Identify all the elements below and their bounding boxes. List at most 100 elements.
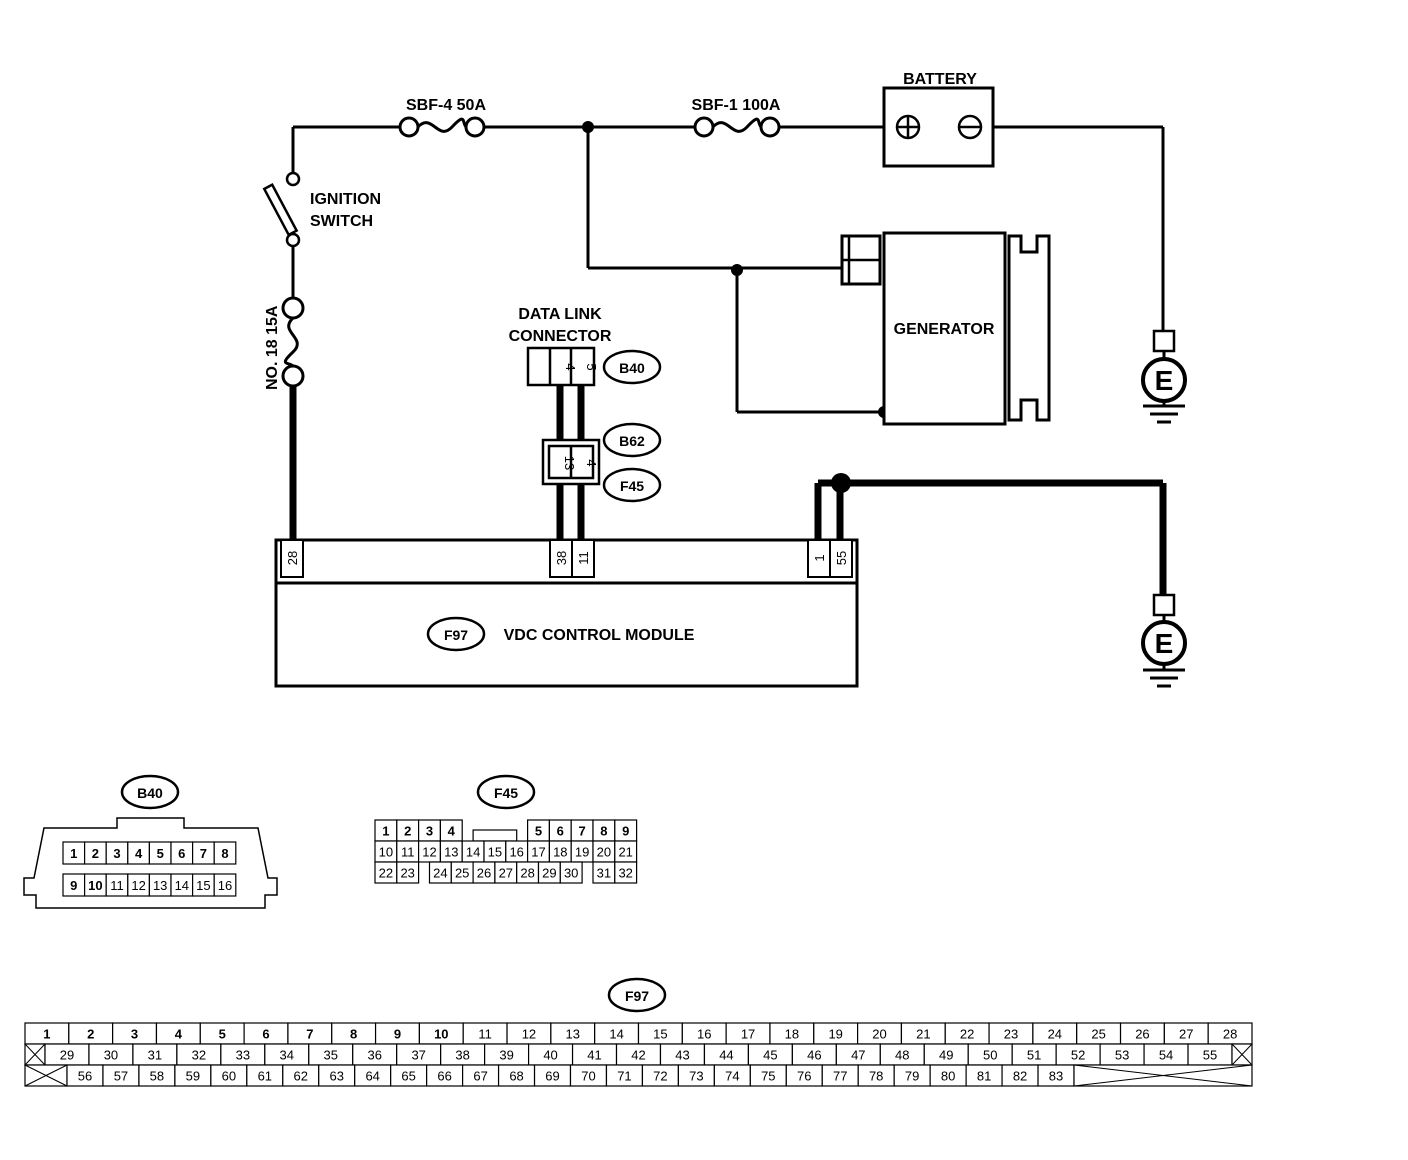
f97-pin: 6 bbox=[262, 1027, 269, 1042]
f97-pin: 25 bbox=[1091, 1027, 1105, 1042]
f45-pin: 27 bbox=[499, 866, 513, 881]
f97-pin: 14 bbox=[609, 1027, 623, 1042]
b40-pin: 14 bbox=[175, 878, 189, 893]
f97-pin: 37 bbox=[411, 1048, 425, 1063]
f45-pin: 4 bbox=[448, 824, 456, 839]
f45-pin: 28 bbox=[520, 866, 534, 881]
svg-text:F97: F97 bbox=[625, 988, 649, 1004]
sbf1-label: SBF-1 100A bbox=[692, 97, 781, 114]
f97-pin: 40 bbox=[543, 1048, 557, 1063]
f97-pin: 64 bbox=[365, 1069, 379, 1084]
svg-text:B40: B40 bbox=[619, 360, 645, 376]
f45-pin: 25 bbox=[455, 866, 469, 881]
f97-pin: 33 bbox=[236, 1048, 250, 1063]
module-pin-38: 38 bbox=[554, 551, 569, 565]
b40-pin: 7 bbox=[200, 846, 207, 861]
f45-pin: 6 bbox=[557, 824, 564, 839]
f45-pin: 16 bbox=[509, 845, 523, 860]
f97-pin: 21 bbox=[916, 1027, 930, 1042]
b40-pin: 11 bbox=[110, 878, 124, 893]
f97-pin: 69 bbox=[545, 1069, 559, 1084]
f97-pin: 12 bbox=[522, 1027, 536, 1042]
f97-pin: 39 bbox=[499, 1048, 513, 1063]
f45-pin: 22 bbox=[379, 866, 393, 881]
f45-pin: 9 bbox=[622, 824, 629, 839]
b62-pin-4: 4 bbox=[584, 459, 599, 466]
f97-pin: 36 bbox=[367, 1048, 381, 1063]
f97-pin: 20 bbox=[872, 1027, 886, 1042]
f45-pin: 11 bbox=[401, 845, 415, 860]
generator-pulley-icon bbox=[1007, 234, 1051, 422]
f97-pin: 4 bbox=[175, 1027, 183, 1042]
f45-pin: 15 bbox=[488, 845, 502, 860]
f97-pin: 70 bbox=[581, 1069, 595, 1084]
battery-label: BATTERY bbox=[903, 71, 977, 88]
f97-pin: 38 bbox=[455, 1048, 469, 1063]
f97-pin: 28 bbox=[1223, 1027, 1237, 1042]
f97-pin: 13 bbox=[566, 1027, 580, 1042]
generator-body bbox=[882, 231, 1007, 426]
f45-pin: 13 bbox=[444, 845, 458, 860]
f45-pin: 12 bbox=[422, 845, 436, 860]
dlc-pin-4: 4 bbox=[563, 363, 578, 370]
f97-pin: 81 bbox=[977, 1069, 991, 1084]
f97-pin: 41 bbox=[587, 1048, 601, 1063]
b62-pin-13: 13 bbox=[562, 456, 577, 470]
generator-label: GENERATOR bbox=[894, 321, 995, 338]
f97-pin: 63 bbox=[329, 1069, 343, 1084]
b40-pin: 2 bbox=[92, 846, 99, 861]
f45-pin: 7 bbox=[578, 824, 585, 839]
ground-icon-top: E bbox=[1141, 329, 1187, 424]
f97-pin: 15 bbox=[653, 1027, 667, 1042]
tag-f97-face: F97 bbox=[607, 977, 667, 1013]
dlc-connector bbox=[526, 346, 596, 387]
f97-pin: 75 bbox=[761, 1069, 775, 1084]
b40-pin: 12 bbox=[131, 878, 145, 893]
f97-pin: 51 bbox=[1027, 1048, 1041, 1063]
f97-pin: 73 bbox=[689, 1069, 703, 1084]
module-pin-11: 11 bbox=[576, 551, 591, 565]
f97-pin: 55 bbox=[1203, 1048, 1217, 1063]
ignition-label-1: IGNITION bbox=[310, 191, 381, 208]
f97-pin: 19 bbox=[828, 1027, 842, 1042]
b40-pin: 13 bbox=[153, 878, 167, 893]
f97-pin: 49 bbox=[939, 1048, 953, 1063]
f97-pin: 34 bbox=[280, 1048, 294, 1063]
f45-pin: 1 bbox=[382, 824, 389, 839]
fuse-sbf1 bbox=[693, 116, 781, 138]
f97-pin: 1 bbox=[43, 1027, 50, 1042]
f97-pin: 71 bbox=[617, 1069, 631, 1084]
b40-pin: 3 bbox=[113, 846, 120, 861]
dlc-label-2: CONNECTOR bbox=[509, 328, 612, 345]
f45-pin: 5 bbox=[535, 824, 542, 839]
module-pin-28: 28 bbox=[285, 551, 300, 565]
f97-pin: 43 bbox=[675, 1048, 689, 1063]
battery-minus-icon bbox=[957, 114, 983, 140]
f97-pin: 8 bbox=[350, 1027, 357, 1042]
f97-pin: 5 bbox=[219, 1027, 226, 1042]
f97-pin: 30 bbox=[104, 1048, 118, 1063]
module-pin-1: 1 bbox=[812, 554, 827, 561]
f45-pin: 19 bbox=[575, 845, 589, 860]
f97-pin: 74 bbox=[725, 1069, 739, 1084]
f97-pin: 50 bbox=[983, 1048, 997, 1063]
f45-pin: 26 bbox=[477, 866, 491, 881]
f45-pin: 29 bbox=[542, 866, 556, 881]
f97-pin: 17 bbox=[741, 1027, 755, 1042]
svg-text:B40: B40 bbox=[137, 785, 163, 801]
f97-pin: 23 bbox=[1004, 1027, 1018, 1042]
f45-pin: 17 bbox=[531, 845, 545, 860]
f97-pin: 9 bbox=[394, 1027, 401, 1042]
b40-pin: 6 bbox=[178, 846, 185, 861]
f97-pin: 76 bbox=[797, 1069, 811, 1084]
f97-pin: 61 bbox=[258, 1069, 272, 1084]
b40-pin: 10 bbox=[88, 878, 102, 893]
f97-pin: 52 bbox=[1071, 1048, 1085, 1063]
f45-pin: 8 bbox=[600, 824, 607, 839]
f97-pin: 77 bbox=[833, 1069, 847, 1084]
module-label: VDC CONTROL MODULE bbox=[504, 627, 695, 644]
tag-f45: F45 bbox=[602, 467, 662, 503]
